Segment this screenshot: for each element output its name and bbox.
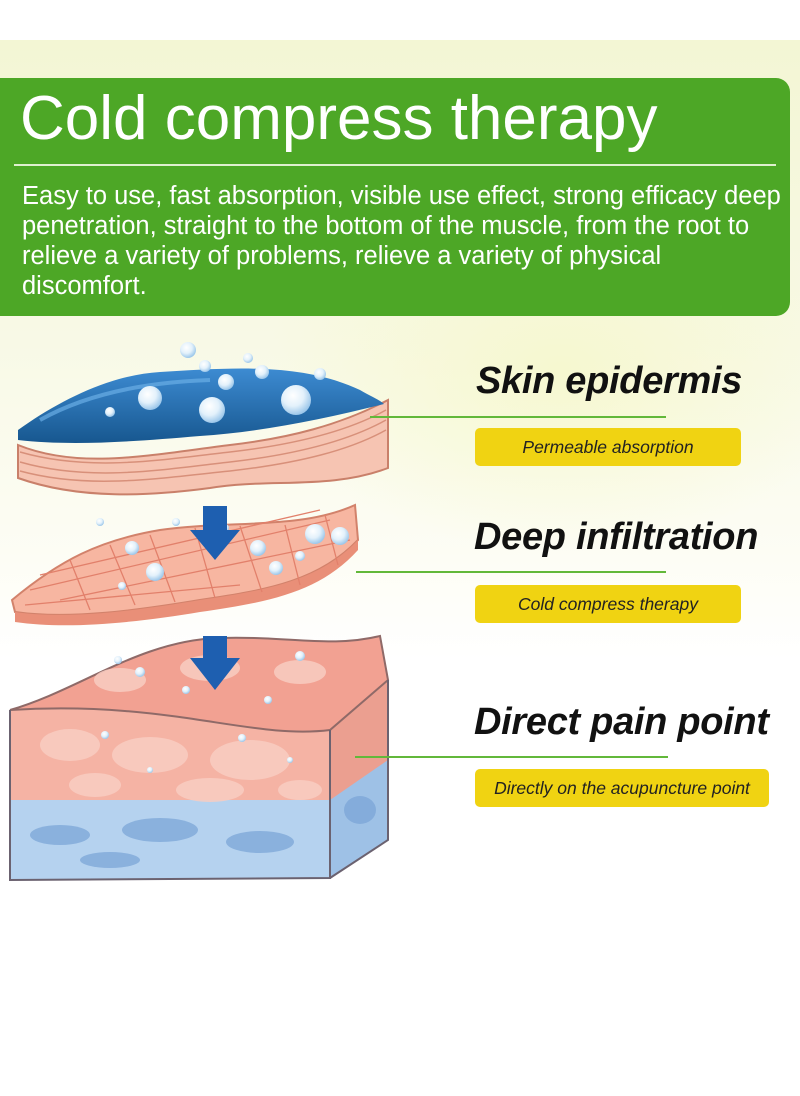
layer-caption-epidermis: Permeable absorption — [475, 428, 741, 466]
layer-title-infiltration: Deep infiltration — [474, 516, 759, 558]
skin-layers-illustration — [9, 342, 390, 882]
connector-line-epidermis — [370, 416, 666, 418]
page-description: Easy to use, fast absorption, visible us… — [22, 182, 781, 300]
gel-bubbles — [105, 342, 326, 423]
page-title: Cold compress therapy — [20, 84, 658, 153]
tissue-bubbles — [101, 651, 305, 773]
infiltration-layer — [10, 503, 360, 626]
tissue-block — [9, 634, 390, 882]
header-banner — [0, 78, 790, 316]
layer-title-pain-point: Direct pain point — [474, 701, 769, 743]
arrow-down-icon — [190, 506, 240, 560]
layer-caption-pain-point: Directly on the acupuncture point — [475, 769, 769, 807]
layer-caption-infiltration: Cold compress therapy — [475, 585, 741, 623]
epidermis-layer — [17, 368, 389, 496]
layer-title-epidermis: Skin epidermis — [476, 360, 743, 402]
title-divider — [14, 164, 776, 166]
connector-line-pain-point — [355, 756, 668, 758]
connector-line-infiltration — [356, 571, 666, 573]
arrow-down-icon — [190, 636, 240, 690]
